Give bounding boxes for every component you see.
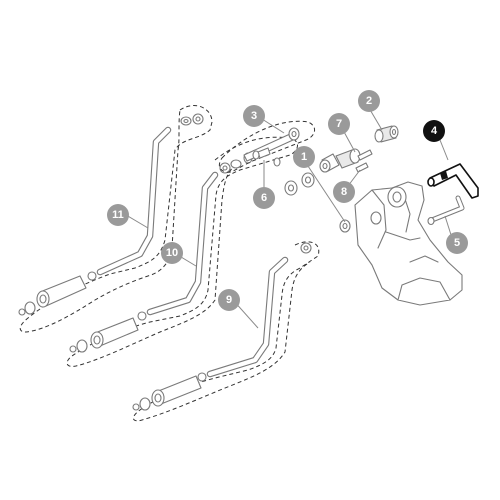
l-pin-5[interactable] <box>427 195 465 226</box>
group-3-outline <box>218 120 315 173</box>
callout-7-label: 7 <box>336 118 342 130</box>
rod-11[interactable] <box>96 126 172 276</box>
callout-3-label: 3 <box>251 110 257 122</box>
callout-7[interactable]: 7 <box>328 113 350 135</box>
callout-3[interactable]: 3 <box>243 105 265 127</box>
washer-1[interactable] <box>284 180 298 196</box>
group-9-outline <box>133 241 320 422</box>
callout-9[interactable]: 9 <box>218 289 240 311</box>
callout-10-label: 10 <box>166 247 178 259</box>
rod-10[interactable] <box>146 171 219 316</box>
bolt-3[interactable] <box>243 127 300 162</box>
callout-9-label: 9 <box>226 294 232 306</box>
callout-11[interactable]: 11 <box>107 204 129 226</box>
callout-11-label: 11 <box>112 209 124 221</box>
bushing-7[interactable] <box>319 153 340 173</box>
pin-6[interactable] <box>252 147 271 160</box>
bracket-housing[interactable] <box>354 181 463 306</box>
callout-6-label: 6 <box>261 192 267 204</box>
rod-9-end-fittings <box>132 242 312 411</box>
callout-4[interactable]: 4 <box>423 120 445 142</box>
callout-2-label: 2 <box>366 95 372 107</box>
callout-8[interactable]: 8 <box>333 181 355 203</box>
callout-1[interactable]: 1 <box>293 146 315 168</box>
rod-11-end-fittings <box>18 113 204 316</box>
bushing-2[interactable] <box>374 125 399 143</box>
callout-10[interactable]: 10 <box>161 242 183 264</box>
callout-1-label: 1 <box>301 151 307 163</box>
l-pin-4-highlighted[interactable] <box>427 163 479 199</box>
callout-4-label: 4 <box>431 125 438 137</box>
rod-9[interactable] <box>206 256 289 378</box>
nut-center <box>339 219 351 233</box>
callout-6[interactable]: 6 <box>253 187 275 209</box>
group-11-outline <box>19 105 213 333</box>
pin-8[interactable] <box>355 149 373 173</box>
callout-2[interactable]: 2 <box>358 90 380 112</box>
callout-5[interactable]: 5 <box>446 232 468 254</box>
callout-5-label: 5 <box>454 237 460 249</box>
sleeve-7b <box>335 148 361 169</box>
callout-8-label: 8 <box>341 186 347 198</box>
spacer-1c <box>273 157 281 167</box>
washer-1b[interactable] <box>301 172 315 188</box>
